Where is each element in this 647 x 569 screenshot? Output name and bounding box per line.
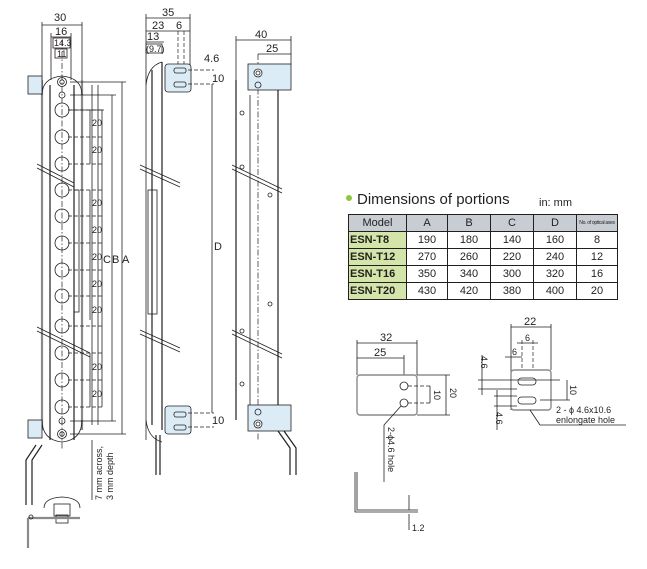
- l-bracket-drawing: 32 25 10 20 2-ϕ4.6 hole 1.2: [354, 332, 458, 533]
- header-a: A: [406, 214, 448, 232]
- header-b: B: [447, 214, 491, 232]
- front-view: 30 16 14.3 11: [25, 12, 130, 548]
- cell-d: 160: [533, 231, 577, 249]
- table-row: ESN-T12 270 260 220 240 12: [348, 248, 618, 266]
- dim-6: 6: [176, 20, 182, 32]
- header-d: D: [533, 214, 577, 232]
- flat-hole-note-1: 2 - ϕ 4.6x10.6: [556, 405, 611, 415]
- section-title-text: Dimensions of portions: [357, 191, 510, 208]
- cell-b: 340: [447, 265, 491, 283]
- pitch-label: 20: [92, 225, 102, 235]
- hex-note-line2: 3 mm depth: [105, 452, 115, 500]
- cell-a: 270: [406, 248, 448, 266]
- dim-10-top: 10: [212, 73, 224, 85]
- dim-4-6: 4.6: [204, 53, 219, 65]
- dim-20-bracket: 20: [448, 388, 458, 398]
- pitch-label: 20: [92, 362, 102, 372]
- dim-10-bottom: 10: [212, 415, 224, 427]
- cell-b: 260: [447, 248, 491, 266]
- label-c: C: [103, 254, 111, 266]
- cell-d: 320: [533, 265, 577, 283]
- label-d: D: [214, 241, 222, 253]
- dim-35: 35: [162, 7, 174, 19]
- table-row: ESN-T20 430 420 380 400 20: [348, 282, 618, 300]
- pitch-label: 20: [92, 252, 102, 262]
- cell-model: ESN-T8: [348, 231, 407, 249]
- cell-c: 140: [490, 231, 534, 249]
- dim-4-6-a: 4.6: [479, 356, 489, 369]
- dim-30: 30: [54, 12, 66, 24]
- cell-model: ESN-T20: [348, 282, 407, 300]
- header-axes: No. of optical axes: [576, 214, 618, 232]
- header-model: Model: [348, 214, 407, 232]
- dimensions-table: Model A B C D No. of optical axes ESN-T8…: [348, 214, 618, 300]
- cell-c: 220: [490, 248, 534, 266]
- pitch-label: 20: [92, 198, 102, 208]
- side-view: 35 23 6 13 (9.7) 4.6 10 10 D: [139, 7, 224, 475]
- cell-c: 380: [490, 282, 534, 300]
- cell-model: ESN-T12: [348, 248, 407, 266]
- hex-note-line1: 7 mm across,: [94, 446, 104, 500]
- pitch-label: 20: [92, 305, 102, 315]
- dim-13: 13: [147, 31, 159, 43]
- flat-hole-note-2: enlongate hole: [556, 415, 615, 425]
- dim-25: 25: [266, 43, 278, 55]
- dim-14-3: 14.3: [54, 38, 72, 48]
- cell-b: 180: [447, 231, 491, 249]
- dim-40: 40: [255, 29, 267, 41]
- table-row: ESN-T8 190 180 140 160 8: [348, 231, 618, 249]
- bullet-icon: [346, 195, 352, 202]
- dim-6-b: 6: [512, 347, 517, 357]
- label-b: B: [112, 254, 119, 266]
- cell-d: 400: [533, 282, 577, 300]
- mounting-detail: [26, 496, 81, 548]
- flat-bracket-drawing: 22 6 6 10 4.6 4.6 2 - ϕ 4.6x10.6 enlonga…: [478, 316, 626, 430]
- section-title: Dimensions of portions: [346, 191, 510, 208]
- unit-label: in: mm: [539, 197, 572, 209]
- table-row: ESN-T16 350 340 300 320 16: [348, 265, 618, 283]
- dim-10-flat: 10: [568, 385, 578, 395]
- cell-c: 300: [490, 265, 534, 283]
- pitch-label: 20: [92, 118, 102, 128]
- cell-axes: 12: [576, 248, 618, 266]
- dim-1-2: 1.2: [412, 523, 425, 533]
- label-a: A: [122, 254, 130, 266]
- hole-note: 2-ϕ4.6 hole: [386, 427, 396, 472]
- pitch-label: 20: [92, 279, 102, 289]
- cell-axes: 20: [576, 282, 618, 300]
- dim-23: 23: [152, 20, 164, 32]
- cell-a: 190: [406, 231, 448, 249]
- dim-9-7: (9.7): [146, 44, 165, 54]
- dim-25-bracket: 25: [374, 347, 386, 359]
- cell-d: 240: [533, 248, 577, 266]
- table-header-row: Model A B C D No. of optical axes: [348, 214, 618, 232]
- cell-axes: 8: [576, 231, 618, 249]
- pitch-label: 20: [92, 389, 102, 399]
- dim-10-bracket: 10: [432, 390, 442, 400]
- header-c: C: [490, 214, 534, 232]
- pitch-label: 20: [92, 145, 102, 155]
- dim-16: 16: [55, 26, 67, 38]
- cell-model: ESN-T16: [348, 265, 407, 283]
- cell-a: 430: [406, 282, 448, 300]
- dim-22: 22: [524, 316, 536, 328]
- dim-6-a: 6: [525, 333, 530, 343]
- rear-view: 40 25: [231, 29, 297, 475]
- cell-a: 350: [406, 265, 448, 283]
- cell-b: 420: [447, 282, 491, 300]
- dim-4-6-b: 4.6: [494, 412, 504, 425]
- dim-32: 32: [380, 332, 392, 344]
- cell-axes: 16: [576, 265, 618, 283]
